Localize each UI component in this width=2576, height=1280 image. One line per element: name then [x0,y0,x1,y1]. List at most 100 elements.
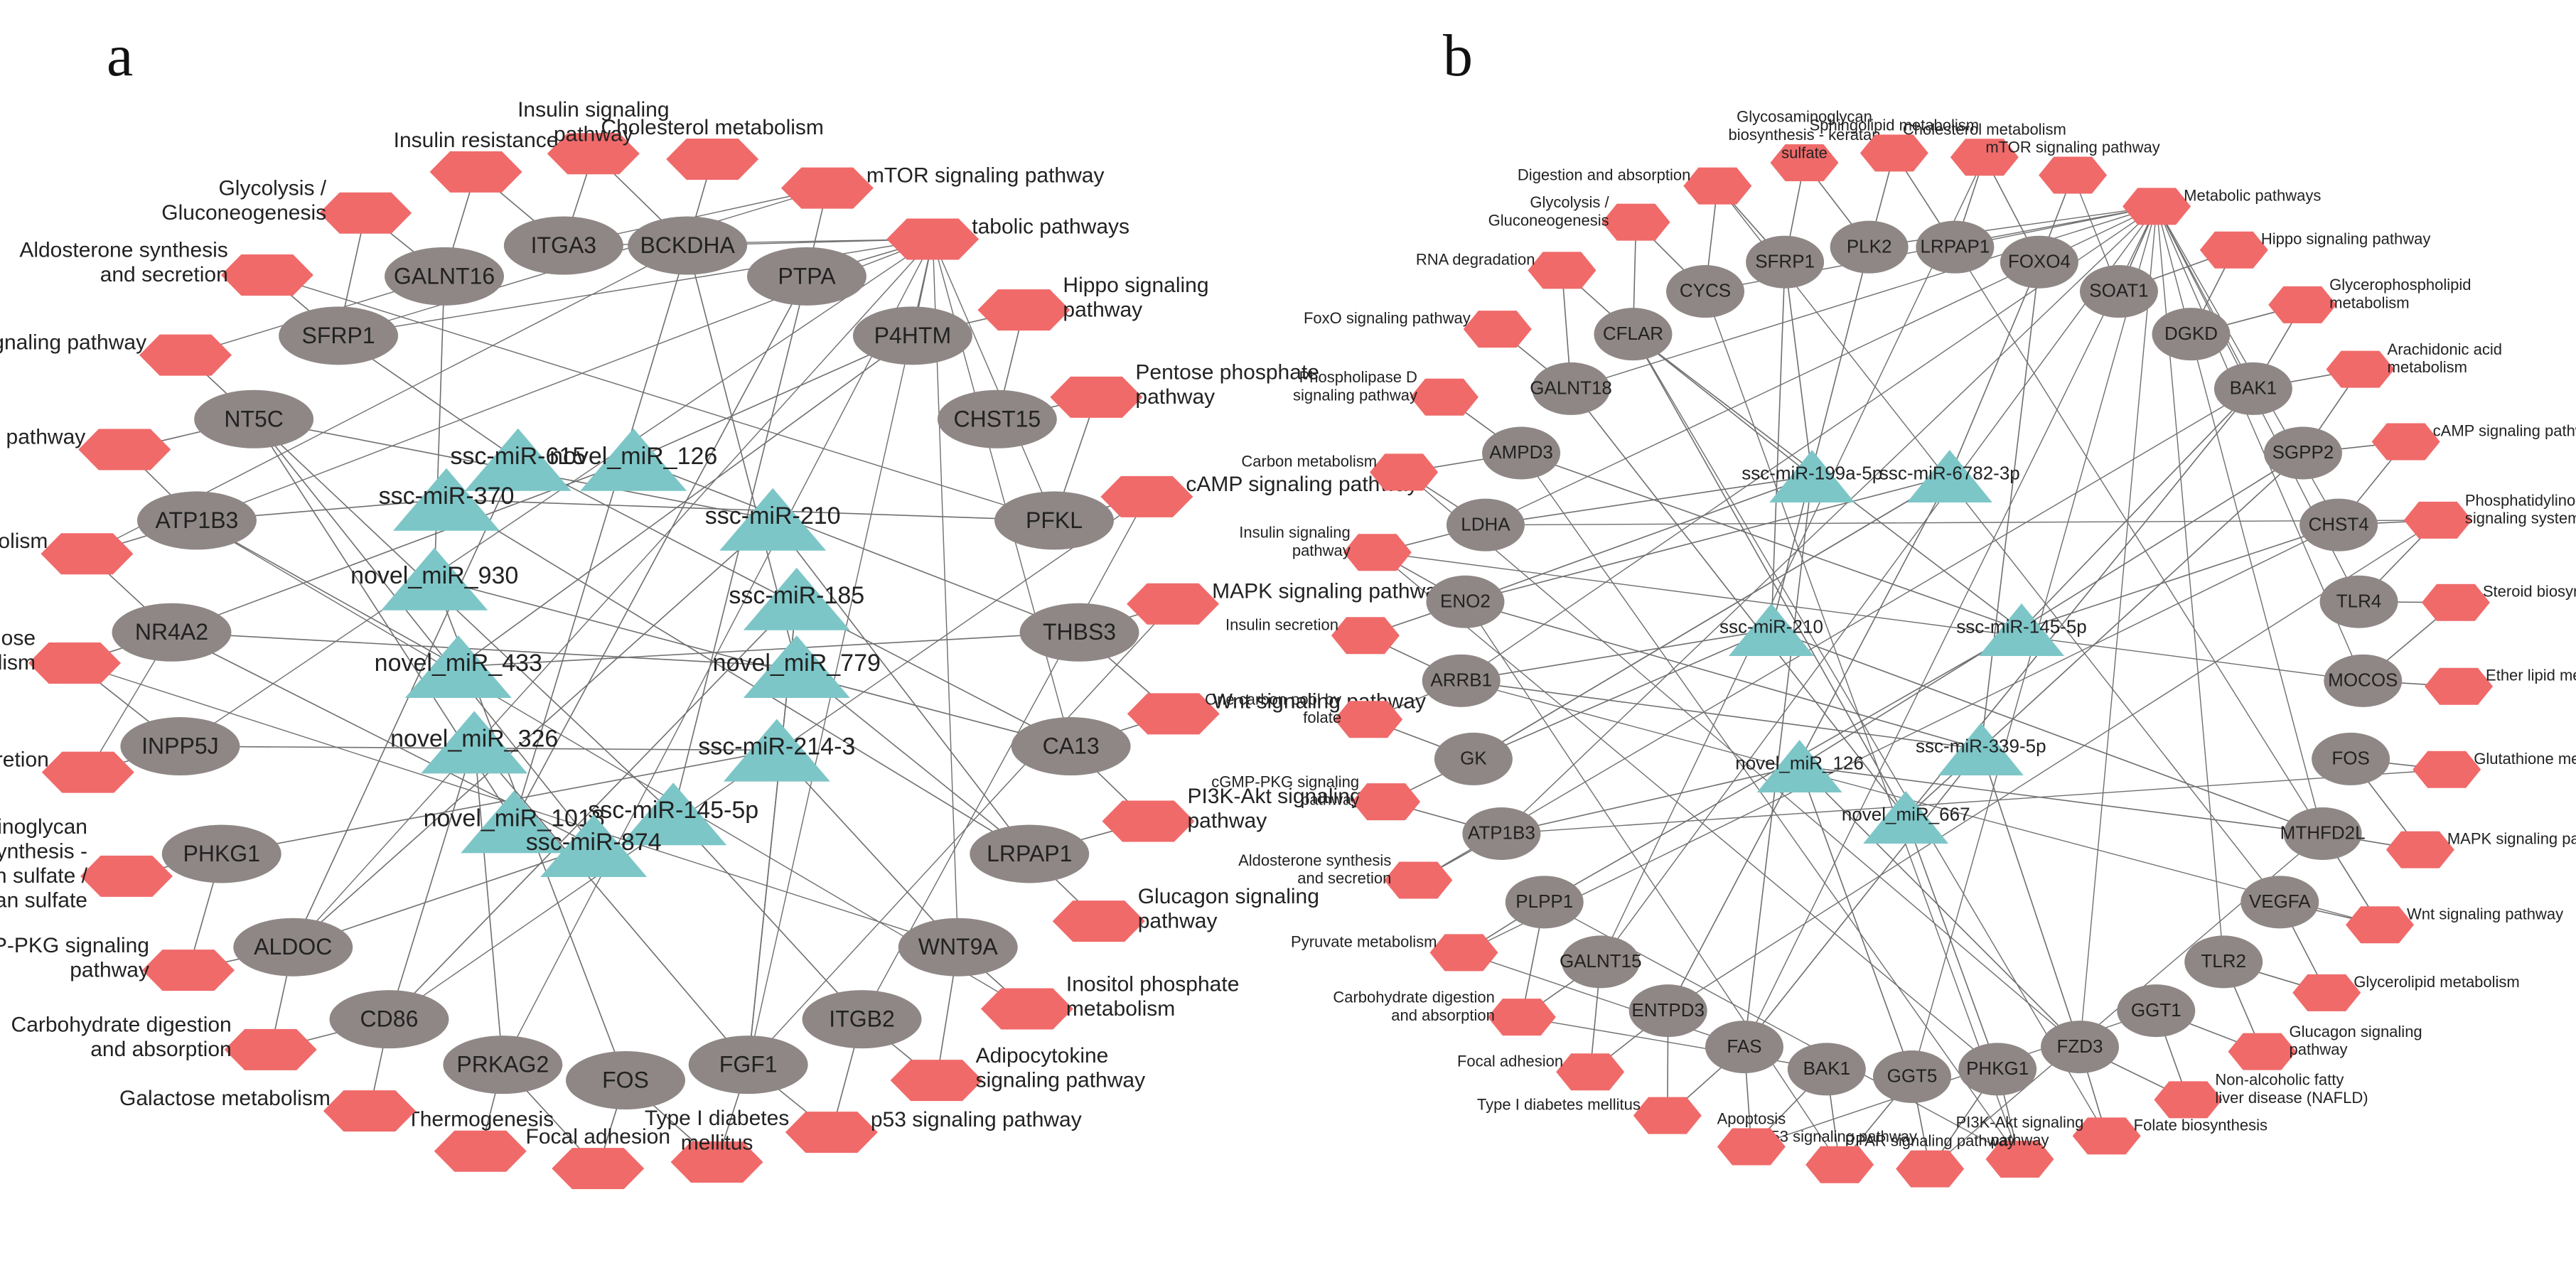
mirna-label: ssc-miR-210 [1719,615,1823,637]
pathway-hexagon [785,1112,878,1153]
pathway-node-mtor-signaling-pathway: mTOR signaling pathway [780,164,1104,209]
mirna-triangle [393,468,500,531]
gene-node-bak1: BAK1 [2213,362,2292,415]
edge-line [1570,205,2157,389]
gene-label: GK [1460,748,1487,769]
gene-node-galnt18: GALNT18 [1530,362,1612,415]
pathway-hexagon [2039,156,2108,194]
gene-node-nr4a2: NR4A2 [112,603,232,662]
mirna-triangle [719,488,827,551]
pathway-hexagon [1683,167,1752,205]
pathway-node-ether-lipid-metabolism: Ether lipid metabolism [2425,667,2576,705]
edge-line [513,245,688,822]
edge-line [1485,475,1813,526]
gene-node-aldoc: ALDOC [233,918,353,977]
pathway-hexagon [41,533,134,575]
pathway-label: Ether lipid metabolism [2486,667,2576,684]
gene-ellipse [1482,426,1561,480]
pathway-hexagon [1950,139,2019,176]
mirna-triangle [1769,450,1855,502]
pathway-hexagon [980,988,1073,1030]
mirna-label: ssc-miR-145-5p [1956,615,2087,637]
gene-label: PHKG1 [183,841,260,866]
edge-line [1771,629,2323,834]
gene-node-wnt9a: WNT9A [898,918,1018,977]
edge-line [1377,552,1998,1070]
pathway-label: PPAR signaling pathway [1845,1132,2015,1150]
mirna-node-ssc-mir-874: ssc-miR-874 [526,814,662,877]
edge-line [1465,601,1982,750]
pathway-label: Folate biosynthesis [2134,1116,2268,1134]
gene-node-atp1b3: ATP1B3 [1462,807,1541,861]
pathway-hexagon [1102,800,1195,842]
gene-ellipse [136,491,257,550]
gene-label: FZD3 [2057,1036,2103,1057]
pathway-node-phosphatidylinositol-signaling-system: Phosphatidylinositolsignaling system [2403,491,2576,539]
gene-node-ggt5: GGT5 [1873,1050,1951,1103]
pathway-hexagon [1334,701,1403,738]
gene-ellipse [1628,984,1707,1038]
edge-line [2156,206,2254,389]
pathway-hexagon [1633,1097,1702,1134]
edge-line [1980,748,2081,1048]
pathway-node-cholesterol-metabolism: Cholesterol metabolism [601,116,824,180]
pathway-hexagon [80,855,173,897]
pathway-node-apoptosis: Apoptosis [1717,1109,1786,1166]
pathway-hexagon [41,751,134,793]
gene-node-lrpap1: LRPAP1 [1916,220,1995,274]
edge-line [179,238,933,747]
gene-ellipse [688,1036,808,1095]
mirna-node-ssc-mir-185: ssc-miR-185 [729,567,864,630]
mirna-label: ssc-miR-370 [379,483,515,510]
mirna-label: novel_miR_126 [549,443,717,470]
pathway-hexagon [1985,1141,2054,1178]
gene-ellipse [1787,1043,1866,1096]
edge-line [1799,765,2081,1048]
gene-label: SOAT1 [2089,280,2148,301]
gene-label: MTHFD2L [2280,822,2366,844]
pathway-label: mTOR signaling pathway [1985,139,2159,156]
mirna-label: ssc-miR-6782-3p [1879,462,2020,483]
edge-line [1600,156,1985,962]
edge-line [772,519,1030,854]
gene-node-inpp5j: INPP5J [120,717,240,776]
mirna-triangle [580,428,687,491]
gene-ellipse [279,306,399,365]
pathway-node-wnt-signaling-pathway: Wnt signaling pathway [2346,905,2563,944]
pathway-label: Insulin secretion [0,748,49,772]
gene-ellipse [852,306,972,365]
pathway-hexagon [1052,900,1145,942]
pathway-label: Hippo signaling pathway [2261,230,2431,248]
mirna-node-novel-mir-126: novel_miR_126 [549,428,717,491]
gene-label: PLPP1 [1515,891,1573,912]
gene-node-tlr4: TLR4 [2319,575,2398,628]
gene-node-galnt16: GALNT16 [385,247,505,306]
gene-node-ldha: LDHA [1446,498,1525,552]
edge-line [446,499,1055,522]
edge-line [1632,333,1813,477]
pathway-node-glycolysis-gluconeogenesis: Glycolysis /Gluconeogenesis [1488,193,1670,241]
gene-node-sfrp1: SFRP1 [1746,235,1825,289]
gene-ellipse [970,824,1090,883]
edge-line [253,419,674,814]
pathway-label: Pyruvate metabolism [1291,932,1437,950]
gene-label: ATP1B3 [156,507,239,533]
gene-label: CHST15 [954,406,1041,431]
pathway-label: Wnt signaling pathway [2407,905,2563,923]
pathway-label: MAPK signaling pathway [1212,580,1448,603]
pathway-node-galactose-metabolism: Galactose metabolism [119,1087,416,1132]
pathway-hexagon [2199,231,2268,269]
mirna-triangle [1906,450,1992,502]
mirna-triangle [404,635,512,698]
edge-line [1461,629,1772,682]
pathway-node-steroid-biosynthesis: Steroid biosynthesis [2421,583,2576,621]
pathway-label: Fructose and mannosemetabolism [0,627,36,675]
gene-ellipse [1011,717,1131,776]
mirna-node-ssc-mir-339-5p: ssc-miR-339-5p [1916,723,2046,775]
pathway-label: Thermogenesis [407,1108,554,1131]
gene-node-foxo4: FOXO4 [2000,235,2078,289]
